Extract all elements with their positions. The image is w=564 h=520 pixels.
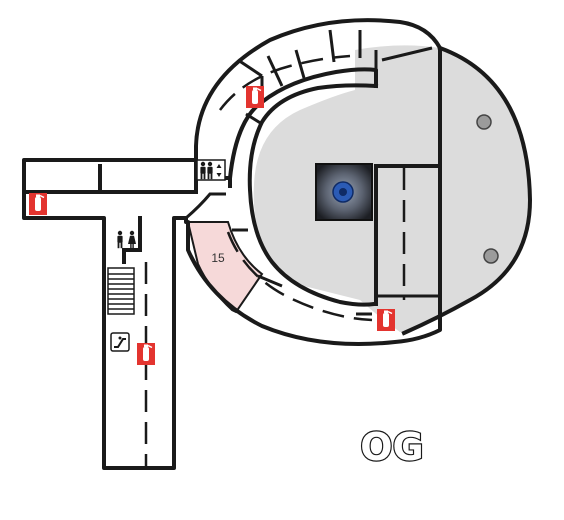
floor-label: OG (360, 425, 424, 469)
ring-lower-partition (232, 228, 372, 316)
fire-extinguisher-icon (136, 342, 156, 366)
light-fixture-center (339, 188, 347, 196)
ring-outer-dash (219, 54, 351, 111)
atrium-edge (401, 45, 532, 336)
corridor-junction (174, 192, 226, 220)
atrium-area (253, 45, 530, 333)
stairs-icon (107, 267, 135, 315)
fire-extinguisher-icon (376, 308, 396, 332)
restroom-icon (117, 230, 136, 249)
room-15-label: 15 (211, 251, 225, 265)
fire-extinguisher-icon (28, 192, 48, 216)
column-icon (476, 114, 492, 130)
escalator-icon (110, 332, 130, 352)
wing-inner-wall (122, 216, 142, 264)
fire-extinguisher-icon (245, 85, 265, 109)
inner-ring-wall-2 (194, 67, 378, 181)
elevator-icon (196, 159, 226, 181)
column-icon (483, 248, 499, 264)
right-corridor (374, 164, 442, 306)
inner-ring-wall (247, 83, 379, 307)
outer-wall (22, 18, 442, 470)
